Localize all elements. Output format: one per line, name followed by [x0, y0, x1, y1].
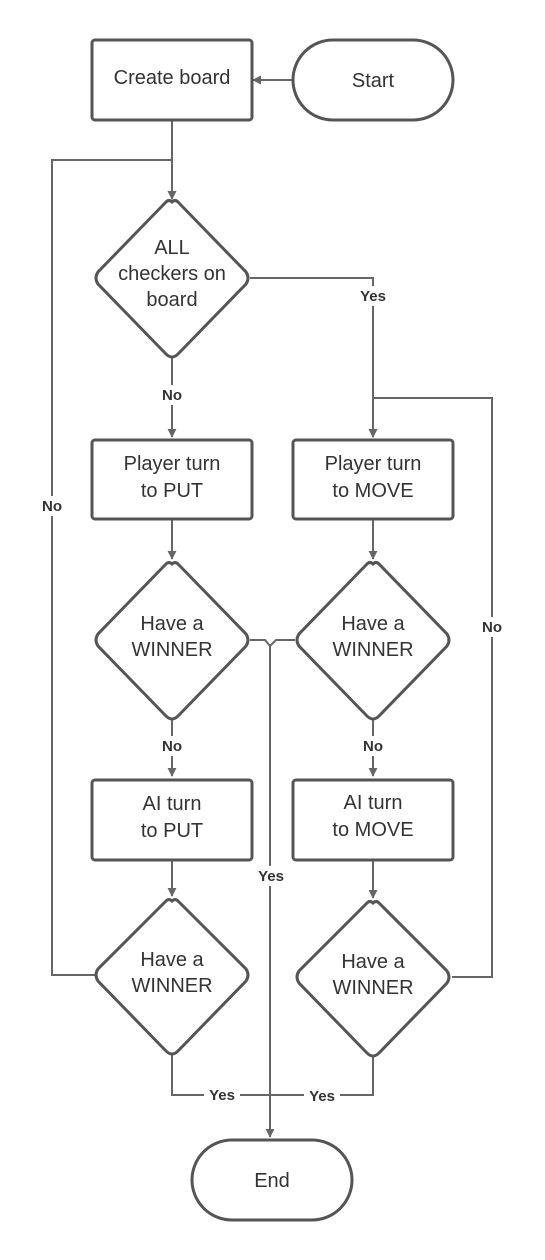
node-create-board-label: Create board — [114, 67, 231, 89]
node-start: Start — [291, 38, 455, 122]
edge-label-yes: Yes — [209, 1087, 235, 1104]
node-all-checkers-line-2: checkers on — [118, 263, 226, 285]
node-player-put: Player turn to PUT — [90, 438, 254, 521]
edge-label-yes: Yes — [360, 288, 386, 305]
edge-label-yes: Yes — [258, 868, 284, 885]
node-ai-put-line-2: to PUT — [141, 820, 203, 842]
edge-winner-ai-put-no-loop — [51, 159, 177, 976]
node-winner-ai-put-decision: Have a WINNER — [94, 898, 250, 1056]
edge-labels: Yes No No No No No Yes Yes Yes — [36, 286, 510, 1106]
node-winner-line-2: WINNER — [131, 639, 212, 661]
node-ai-put-line-1: AI turn — [143, 793, 202, 815]
edge-label-yes: Yes — [309, 1088, 335, 1105]
edge-winner-ai-move-no-loop — [368, 397, 493, 978]
edge-label-no: No — [162, 738, 182, 755]
node-player-move: Player turn to MOVE — [291, 438, 455, 521]
node-create-board: Create board — [90, 38, 254, 122]
node-player-move-line-2: to MOVE — [332, 480, 413, 502]
node-end-label: End — [254, 1170, 290, 1192]
node-winner-line-2: WINNER — [131, 975, 212, 997]
node-winner-line-1: Have a — [341, 951, 405, 973]
edge-winner-player-move-to-end — [269, 639, 295, 647]
node-player-put-line-1: Player turn — [124, 453, 221, 475]
node-all-checkers-line-3: board — [146, 289, 197, 311]
node-winner-player-put-decision: Have a WINNER — [94, 561, 250, 721]
node-winner-player-move-decision: Have a WINNER — [295, 561, 451, 721]
node-ai-move-line-1: AI turn — [344, 792, 403, 814]
edge-label-no: No — [162, 387, 182, 404]
node-all-checkers-line-1: ALL — [154, 237, 190, 259]
node-winner-ai-move-decision: Have a WINNER — [295, 900, 451, 1058]
node-winner-line-1: Have a — [140, 613, 204, 635]
node-all-checkers-decision: ALL checkers on board — [94, 199, 250, 359]
node-ai-put: AI turn to PUT — [90, 778, 254, 862]
node-start-label: Start — [352, 70, 395, 92]
edge-all-checkers-yes-to-player-move — [250, 277, 378, 438]
node-player-put-line-2: to PUT — [141, 480, 203, 502]
node-winner-line-1: Have a — [140, 949, 204, 971]
edges — [51, 75, 493, 1138]
node-player-move-line-1: Player turn — [325, 453, 422, 475]
node-ai-move: AI turn to MOVE — [291, 778, 455, 862]
node-winner-line-2: WINNER — [332, 639, 413, 661]
node-ai-move-line-2: to MOVE — [332, 819, 413, 841]
edge-label-no: No — [363, 738, 383, 755]
edge-label-no: No — [42, 498, 62, 515]
node-end: End — [190, 1138, 354, 1222]
node-winner-line-1: Have a — [341, 613, 405, 635]
node-winner-line-2: WINNER — [332, 977, 413, 999]
edge-label-no: No — [482, 619, 502, 636]
